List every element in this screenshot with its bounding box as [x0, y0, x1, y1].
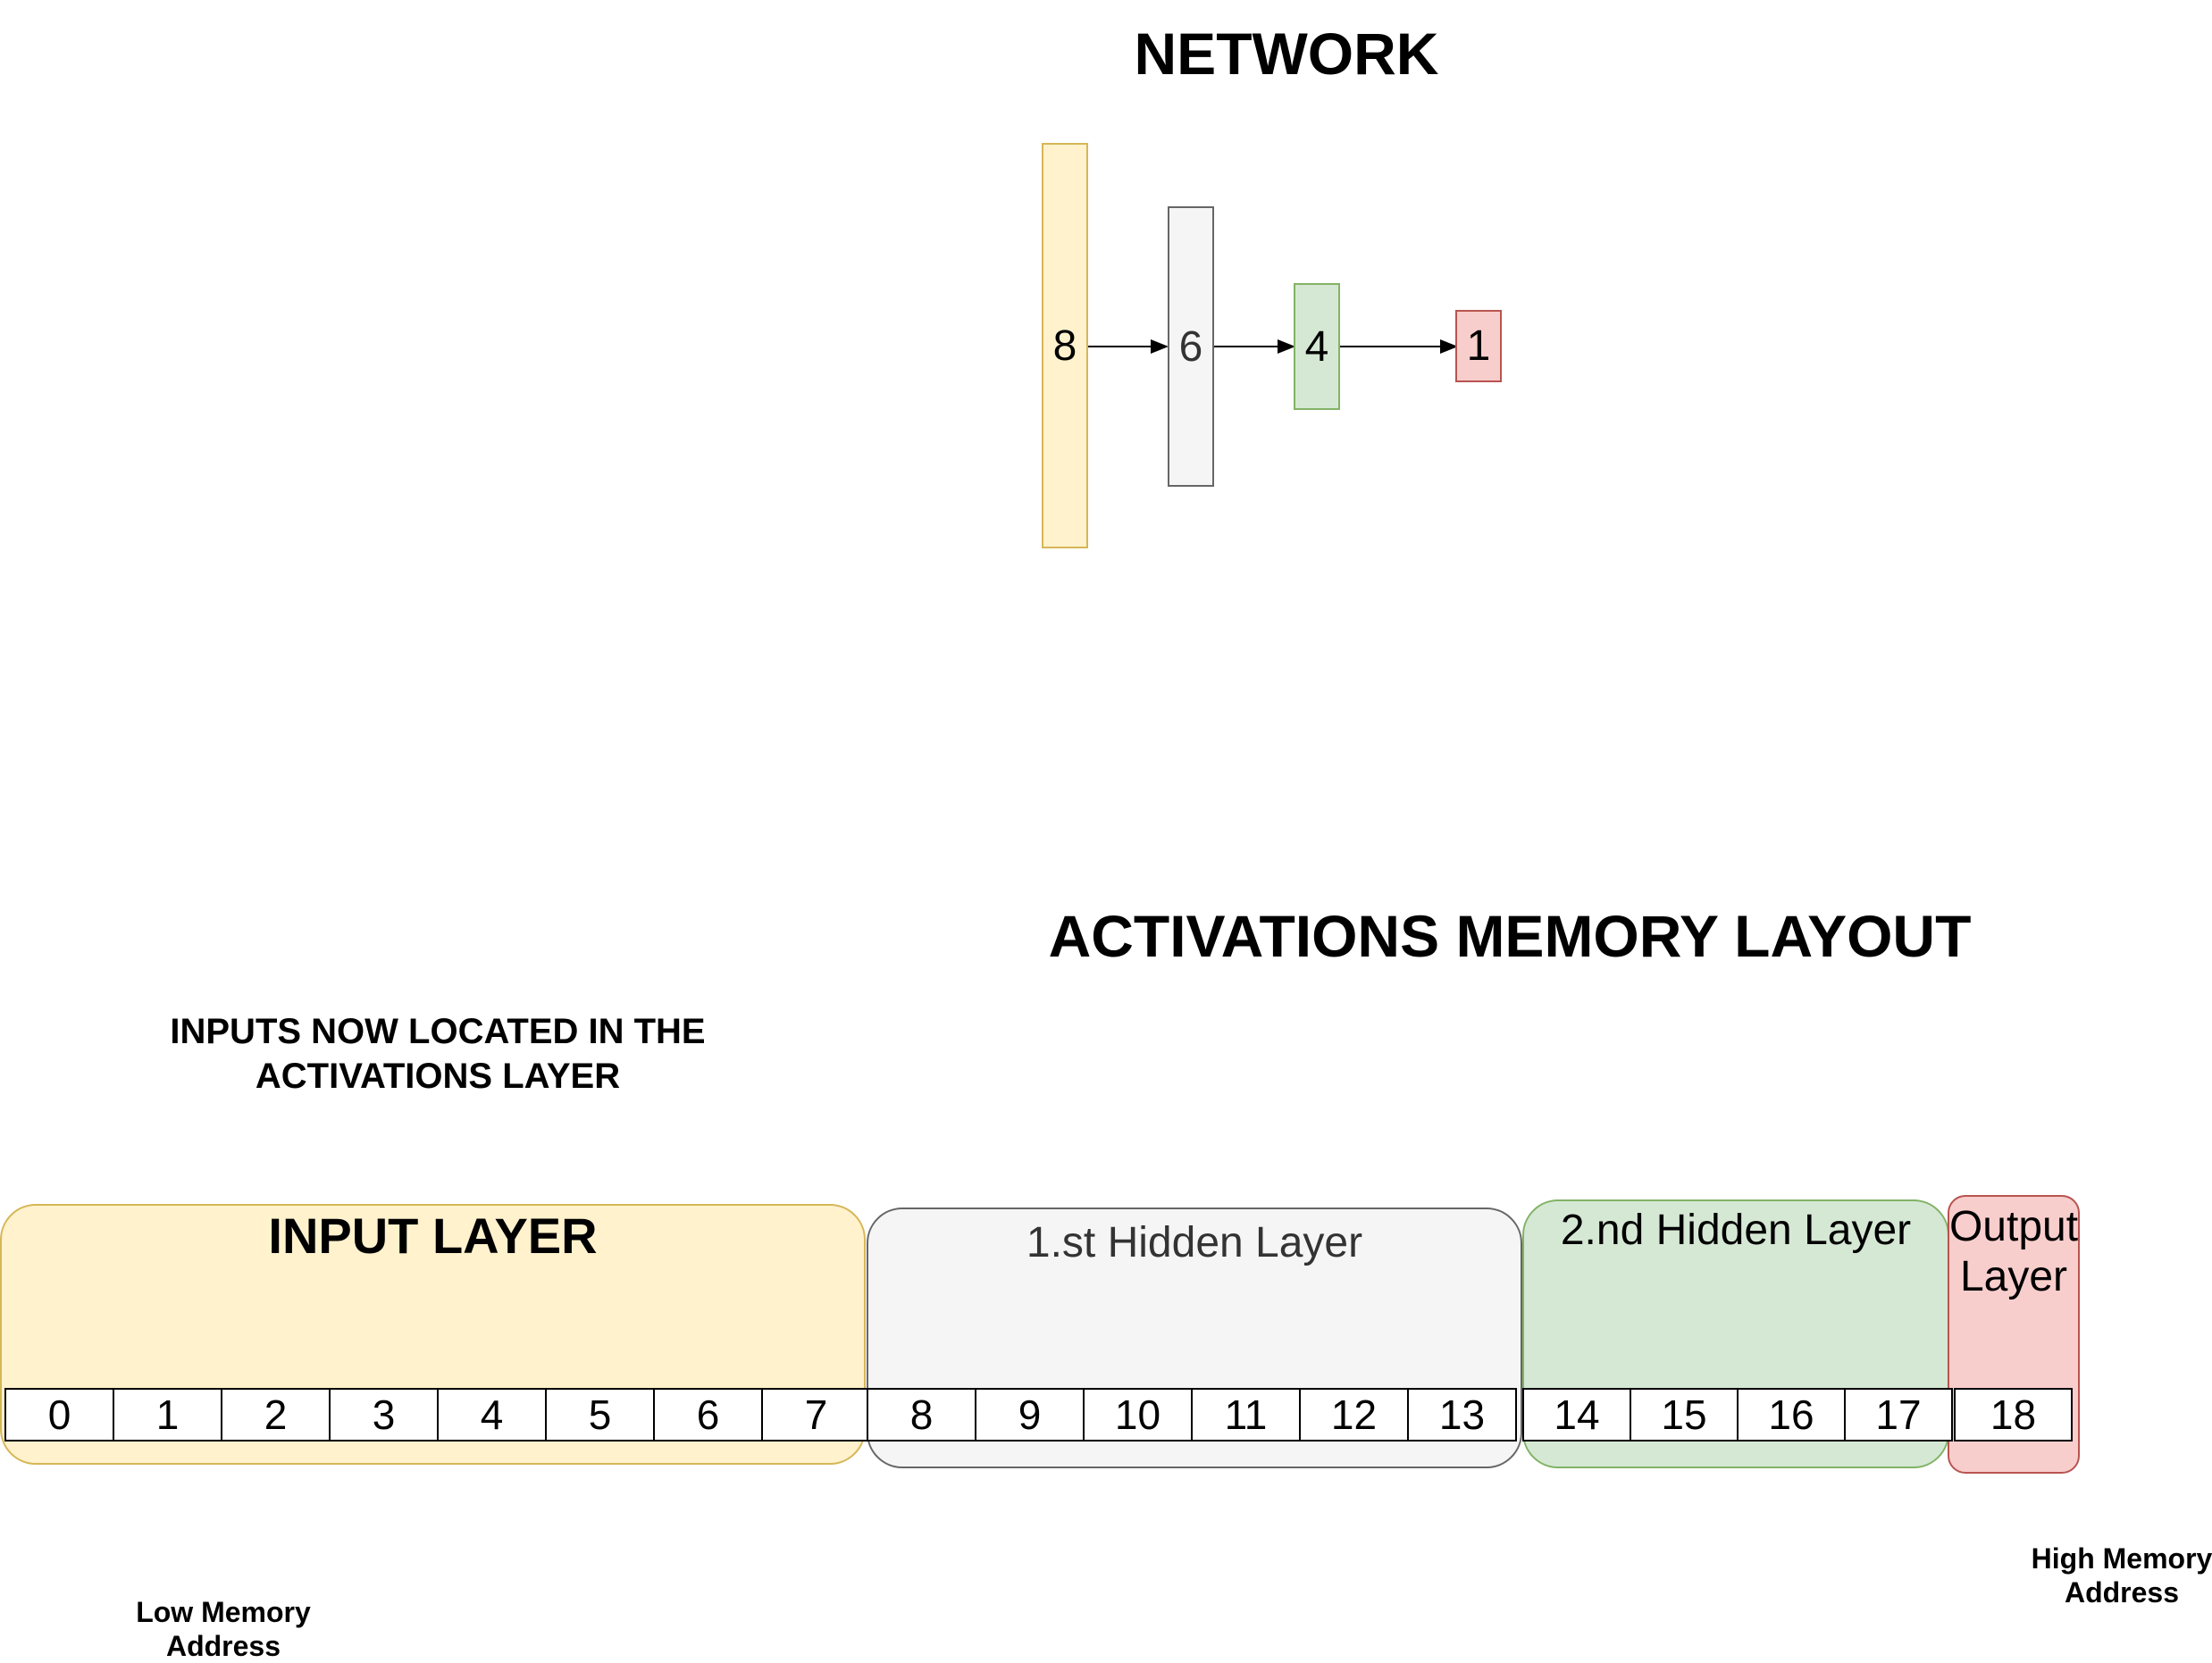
group-label: 1.st Hidden Layer — [1026, 1219, 1363, 1266]
layer-size-label: 8 — [1052, 322, 1077, 370]
memory-cell: 3 — [329, 1388, 439, 1442]
network-title: NETWORK — [1134, 21, 1439, 87]
memory-cell: 2 — [221, 1388, 331, 1442]
memory-cell: 1 — [113, 1388, 222, 1442]
high-memory-label: High Memory Address — [2031, 1542, 2212, 1609]
memory-cell: 4 — [437, 1388, 547, 1442]
memory-cell: 0 — [4, 1388, 114, 1442]
layer-size-label: 1 — [1466, 322, 1491, 370]
memory-cell: 16 — [1737, 1388, 1846, 1442]
memory-cell: 8 — [867, 1388, 976, 1442]
memory-cell: 13 — [1407, 1388, 1517, 1442]
memory-cell: 9 — [975, 1388, 1085, 1442]
group-label: INPUT LAYER — [268, 1208, 598, 1264]
layer-size-label: 4 — [1304, 322, 1329, 371]
network-layer-hidden-2: 4 — [1294, 283, 1340, 410]
memory-layout-title: ACTIVATIONS MEMORY LAYOUT — [1048, 903, 1972, 969]
memory-cell: 14 — [1522, 1388, 1631, 1442]
low-memory-label: Low Memory Address — [136, 1596, 311, 1662]
group-label: Output Layer — [1948, 1203, 2079, 1300]
layer-size-label: 6 — [1178, 322, 1203, 371]
network-layer-hidden-1: 6 — [1168, 206, 1214, 487]
group-label: 2.nd Hidden Layer — [1560, 1207, 1912, 1254]
memory-cell: 7 — [761, 1388, 871, 1442]
memory-cell: 17 — [1844, 1388, 1953, 1442]
memory-cell: 5 — [545, 1388, 655, 1442]
network-layer-input: 8 — [1042, 143, 1088, 548]
network-layer-output: 1 — [1455, 310, 1502, 382]
memory-cell: 18 — [1954, 1388, 2073, 1442]
memory-cell: 10 — [1083, 1388, 1193, 1442]
memory-cell: 11 — [1191, 1388, 1301, 1442]
memory-cell: 12 — [1299, 1388, 1409, 1442]
memory-cell: 6 — [653, 1388, 763, 1442]
memory-cell: 15 — [1630, 1388, 1739, 1442]
inputs-note: INPUTS NOW LOCATED IN THE ACTIVATIONS LA… — [170, 1012, 706, 1096]
